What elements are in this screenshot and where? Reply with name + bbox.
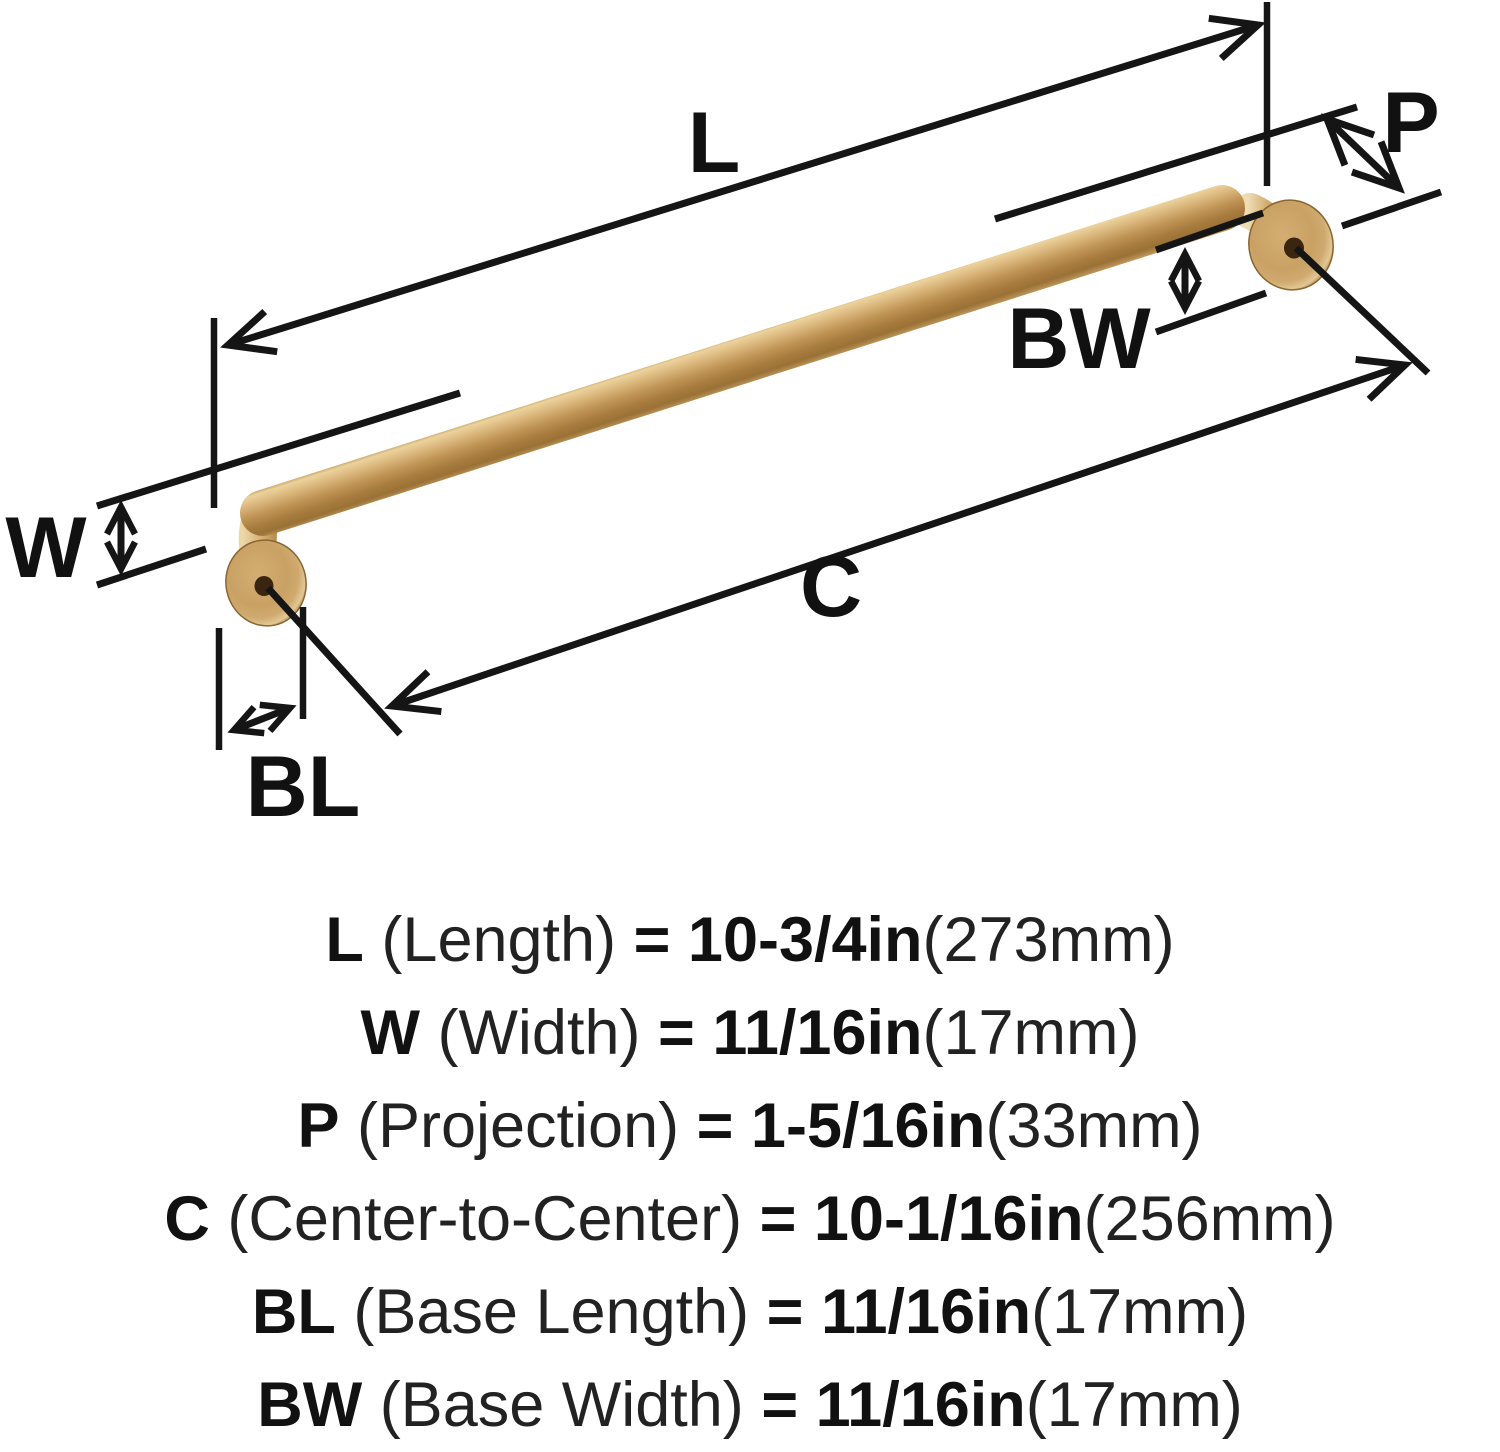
legend-equals: = xyxy=(696,1091,734,1161)
legend-letter: C xyxy=(164,1184,210,1254)
legend-equals: = xyxy=(658,998,695,1068)
legend-row-length: L (Length) = 10-3/4in(273mm) xyxy=(0,894,1500,987)
C-dimension-arrow xyxy=(384,355,1413,716)
product-dimension-diagram: L W P C BL xyxy=(5,2,1443,835)
BL-dimension-arrow xyxy=(227,701,297,737)
legend-name: (Length) xyxy=(381,905,617,975)
legend-imperial: 11/16in xyxy=(815,1370,1026,1440)
legend-row-projection: P (Projection) = 1-5/16in(33mm) xyxy=(0,1080,1500,1173)
P-dimension-arrow xyxy=(1321,113,1405,194)
legend-name: (Base Length) xyxy=(353,1277,750,1347)
legend-metric: (273mm) xyxy=(922,905,1175,975)
C-label: C xyxy=(800,539,862,635)
legend-imperial: 11/16in xyxy=(712,998,923,1068)
legend-equals: = xyxy=(759,1184,797,1254)
legend-imperial: 1-5/16in xyxy=(750,1091,986,1161)
legend-metric: (17mm) xyxy=(1025,1370,1243,1440)
legend-letter: L xyxy=(325,905,364,975)
dimension-L: L xyxy=(210,2,1271,508)
legend-imperial: 10-1/16in xyxy=(813,1184,1084,1254)
L-dimension-arrow xyxy=(220,14,1266,356)
legend-letter: P xyxy=(297,1091,340,1161)
C-right-extension-line xyxy=(1293,245,1431,376)
legend-letter: W xyxy=(360,998,420,1068)
legend-row-base-length: BL (Base Length) = 11/16in(17mm) xyxy=(0,1266,1500,1359)
P-label: P xyxy=(1382,75,1439,171)
legend-row-base-width: BW (Base Width) = 11/16in(17mm) xyxy=(0,1359,1500,1452)
W-label: W xyxy=(5,500,87,596)
C-left-extension-line xyxy=(265,585,403,737)
legend-metric: (17mm) xyxy=(1031,1277,1249,1347)
dimension-W: W xyxy=(5,389,462,596)
dimension-BL: BL xyxy=(215,607,361,835)
dimension-legend: L (Length) = 10-3/4in(273mm) W (Width) =… xyxy=(0,894,1500,1452)
legend-name: (Projection) xyxy=(356,1091,680,1161)
legend-metric: (33mm) xyxy=(985,1091,1203,1161)
legend-letter: BL xyxy=(251,1277,336,1347)
handle-dimension-drawing: L W P C BL xyxy=(5,2,1443,835)
L-label: L xyxy=(688,95,741,191)
legend-name: (Center-to-Center) xyxy=(227,1184,743,1254)
legend-name: (Width) xyxy=(437,998,641,1068)
legend-metric: (256mm) xyxy=(1083,1184,1336,1254)
legend-equals: = xyxy=(766,1277,804,1347)
BW-top-extension-line xyxy=(1154,209,1265,254)
dimension-P: P xyxy=(993,75,1443,230)
dimension-C: C xyxy=(265,245,1431,737)
legend-equals: = xyxy=(633,905,671,975)
P-outer-extension-line xyxy=(1340,188,1443,230)
W-bottom-extension-line xyxy=(95,545,208,589)
P-inner-extension-line xyxy=(993,103,1359,223)
legend-metric: (17mm) xyxy=(922,998,1140,1068)
BW-label: BW xyxy=(1007,291,1151,387)
legend-equals: = xyxy=(761,1370,799,1440)
BL-label: BL xyxy=(246,739,361,835)
legend-row-center-to-center: C (Center-to-Center) = 10-1/16in(256mm) xyxy=(0,1173,1500,1266)
legend-imperial: 10-3/4in xyxy=(687,905,923,975)
legend-name: (Base Width) xyxy=(379,1370,744,1440)
dimension-BW: BW xyxy=(1007,209,1268,387)
legend-row-width: W (Width) = 11/16in(17mm) xyxy=(0,987,1500,1080)
BW-bottom-extension-line xyxy=(1154,289,1268,336)
legend-letter: BW xyxy=(257,1370,363,1440)
legend-imperial: 11/16in xyxy=(820,1277,1032,1347)
